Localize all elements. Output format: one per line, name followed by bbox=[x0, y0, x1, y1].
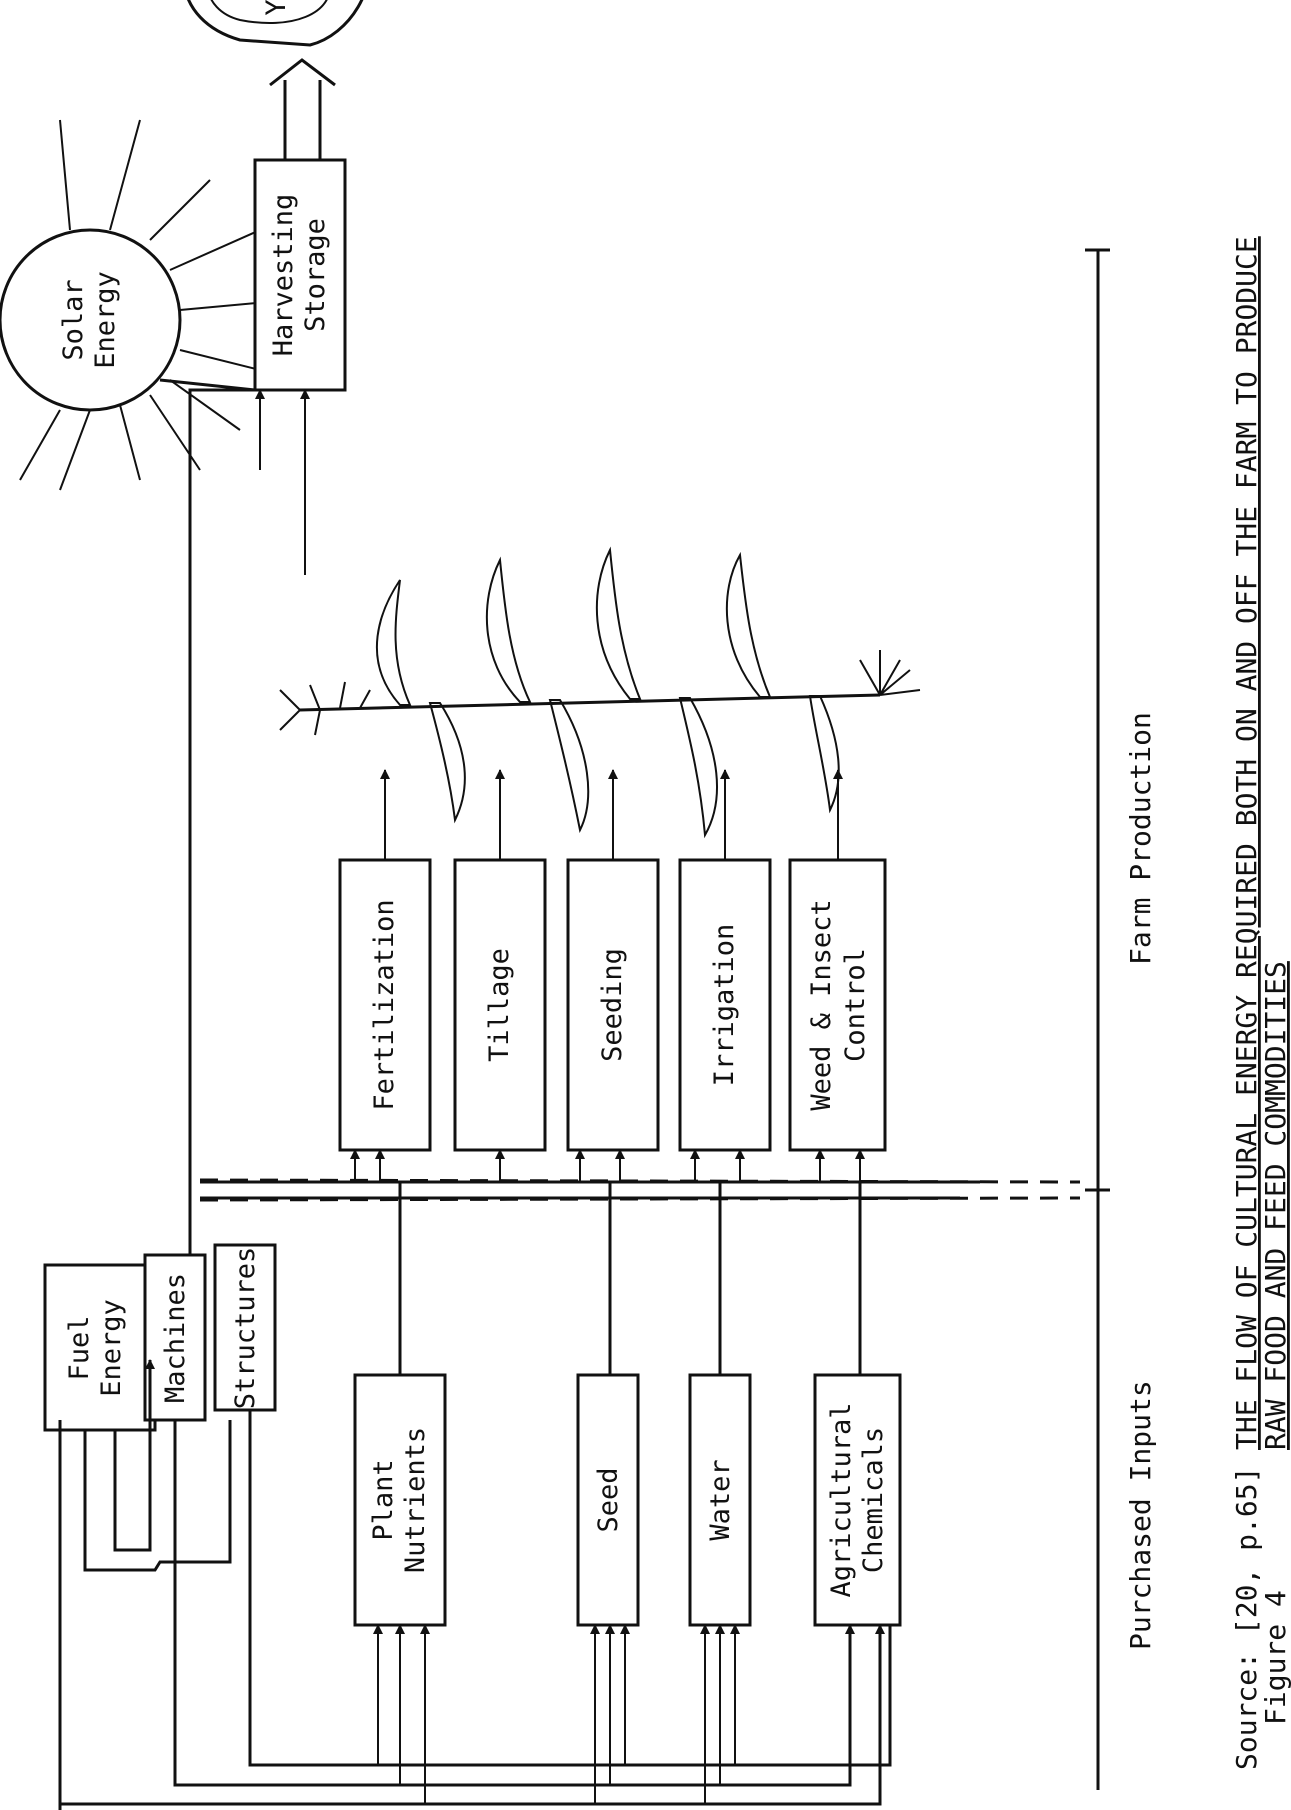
main-bus-lines bbox=[175, 388, 980, 1375]
solar-energy-label-2: Energy bbox=[90, 271, 121, 369]
figure-number: Figure 4 bbox=[1259, 1590, 1291, 1725]
storage-label: Storage bbox=[300, 218, 331, 332]
structures-box: Structures bbox=[213, 1243, 277, 1412]
agricultural-chemicals-label-2: Chemicals bbox=[858, 1427, 889, 1573]
figure-title-line2: RAW FOOD AND FEED COMMODITIES bbox=[1259, 961, 1291, 1450]
input-distribution-lines bbox=[58, 1359, 892, 1810]
agricultural-chemicals-label-1: Agricultural bbox=[826, 1402, 857, 1597]
fuel-energy-label-1: Fuel bbox=[64, 1315, 95, 1380]
figure-title-line1: THE FLOW OF CULTURAL ENERGY REQUIRED BOT… bbox=[1230, 236, 1263, 1450]
seed-box: Seed bbox=[576, 1373, 640, 1627]
tillage-box: Tillage bbox=[453, 858, 547, 1152]
fuel-energy-label-2: Energy bbox=[96, 1299, 127, 1397]
fertilization-box: Fertilization bbox=[338, 858, 432, 1152]
weed-insect-control-box: Weed & Insect Control bbox=[788, 858, 887, 1152]
farm-production-bracket bbox=[1085, 248, 1110, 1190]
irrigation-label: Irrigation bbox=[709, 924, 740, 1087]
water-box: Water bbox=[688, 1373, 752, 1627]
harvesting-label: Harvesting bbox=[268, 194, 299, 357]
crop-plant-illustration bbox=[279, 546, 921, 839]
machines-label: Machines bbox=[160, 1273, 191, 1403]
agricultural-chemicals-box: Agricultural Chemicals bbox=[813, 1373, 902, 1627]
solar-energy-label-1: Solar bbox=[58, 279, 89, 360]
structures-label: Structures bbox=[230, 1247, 261, 1410]
yield-kernel: Yield bbox=[182, 0, 371, 47]
operation-output-arrows bbox=[380, 769, 843, 860]
plant-nutrients-box: Plant Nutrients bbox=[353, 1373, 447, 1627]
fertilization-label: Fertilization bbox=[369, 899, 400, 1110]
fuel-energy-box: Fuel Energy bbox=[43, 1263, 157, 1432]
seed-label: Seed bbox=[593, 1467, 624, 1532]
plant-nutrients-label-1: Plant bbox=[368, 1459, 399, 1540]
yield-label: Yield bbox=[261, 0, 292, 16]
water-label: Water bbox=[705, 1459, 736, 1540]
irrigation-box: Irrigation bbox=[678, 858, 772, 1152]
weed-insect-control-label-1: Weed & Insect bbox=[806, 899, 837, 1110]
tillage-label: Tillage bbox=[484, 948, 515, 1062]
seeding-label: Seeding bbox=[597, 948, 628, 1062]
machines-box: Machines bbox=[143, 1253, 207, 1422]
harvesting-storage-box: Harvesting Storage bbox=[253, 158, 347, 392]
source-caption: Source: [20, p.65] bbox=[1230, 1467, 1263, 1770]
seeding-box: Seeding bbox=[566, 858, 660, 1152]
purchased-inputs-label: Purchased Inputs bbox=[1124, 1380, 1157, 1650]
harvest-to-yield-arrow bbox=[269, 58, 336, 160]
weed-insect-control-label-2: Control bbox=[840, 948, 871, 1062]
plant-nutrients-label-2: Nutrients bbox=[400, 1427, 431, 1573]
purchased-inputs-bracket bbox=[1085, 1188, 1110, 1790]
operation-feed-arrows bbox=[350, 1149, 865, 1182]
farm-production-label: Farm Production bbox=[1124, 712, 1157, 965]
solar-energy-sun: Solar Energy bbox=[0, 119, 291, 491]
